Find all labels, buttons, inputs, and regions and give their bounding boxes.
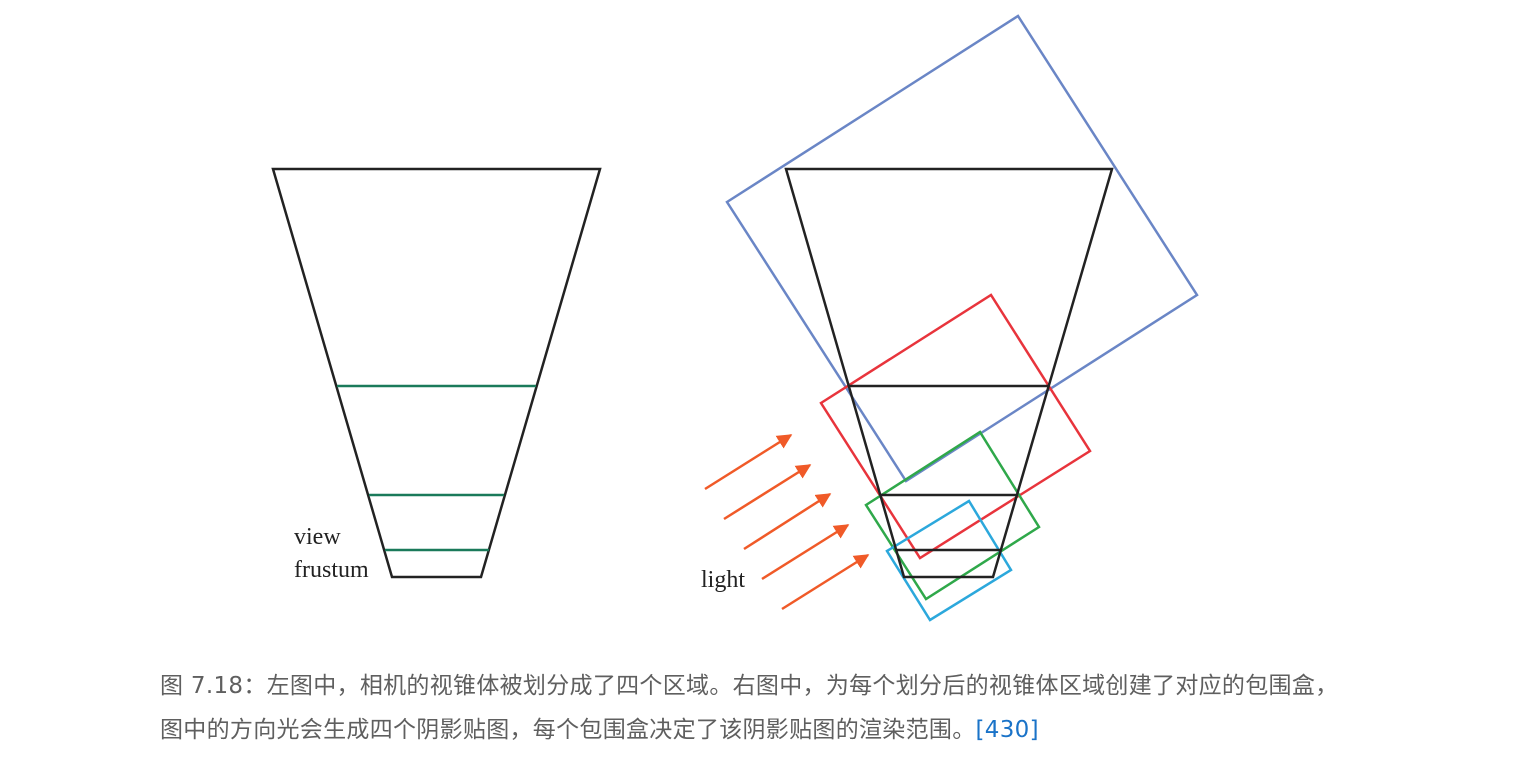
bounding-box-blue (725, 14, 1199, 483)
figure-caption: 图 7.18：左图中，相机的视锥体被划分成了四个区域。右图中，为每个划分后的视锥… (160, 664, 1360, 752)
view-frustum-outline (271, 167, 602, 579)
citation-link[interactable]: [430] (975, 717, 1039, 743)
light-arrows (704, 433, 870, 611)
caption-text: 图 7.18：左图中，相机的视锥体被划分成了四个区域。右图中，为每个划分后的视锥… (160, 673, 1339, 743)
frustum-label: frustum (294, 557, 369, 583)
cascaded-shadow-diagram: view frustum light (271, 14, 1199, 622)
light-label: light (701, 567, 745, 593)
light-arrow-icon (704, 433, 793, 491)
view-label: view (294, 524, 341, 550)
light-arrow-icon (723, 463, 812, 521)
light-arrow-icon (761, 523, 850, 581)
bounding-box-red (819, 293, 1092, 560)
bounding-box-green (864, 430, 1041, 601)
right-frustum-outline (784, 167, 1114, 579)
right-frustum-diagram: light (701, 14, 1199, 622)
light-arrow-icon (781, 553, 870, 611)
light-arrow-icon (743, 492, 832, 551)
left-frustum-diagram: view frustum (271, 167, 602, 583)
bounding-box-cyan (885, 499, 1013, 622)
